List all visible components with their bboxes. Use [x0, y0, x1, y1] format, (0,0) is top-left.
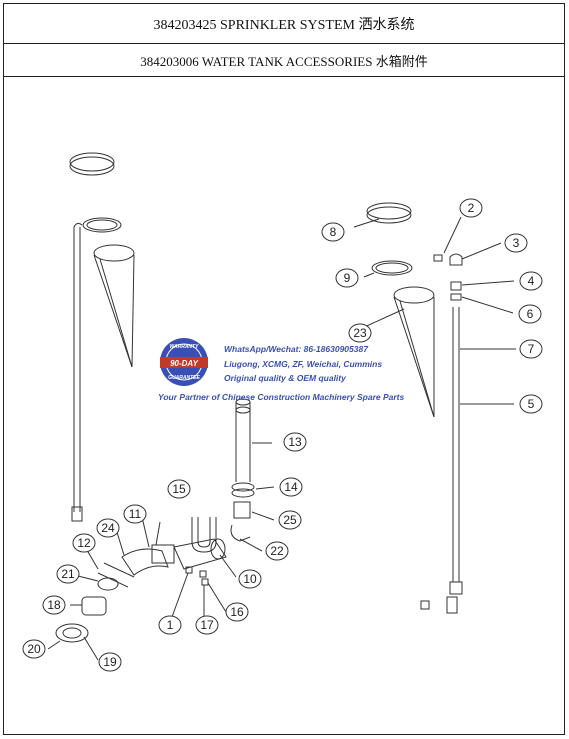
callout-25: 25 — [278, 510, 302, 530]
callout-14: 14 — [279, 477, 303, 497]
svg-text:16: 16 — [230, 605, 244, 619]
svg-text:2: 2 — [468, 201, 475, 215]
callout-10: 10 — [238, 569, 262, 589]
svg-text:14: 14 — [284, 480, 298, 494]
part-pipe-center — [235, 402, 251, 482]
svg-text:9: 9 — [344, 271, 351, 285]
exploded-parts-diagram: 1 2 3 4 5 6 7 8 9 10 11 12 13 14 15 16 1… — [22, 152, 543, 672]
svg-text:18: 18 — [47, 598, 61, 612]
callout-8: 8 — [321, 222, 345, 242]
callout-12: 12 — [72, 533, 96, 553]
callout-22: 22 — [265, 541, 289, 561]
part-pipe-right — [452, 307, 460, 582]
svg-text:8: 8 — [330, 225, 337, 239]
callout-17: 17 — [195, 615, 219, 635]
callout-6: 6 — [518, 304, 542, 324]
callout-5: 5 — [519, 394, 543, 414]
svg-text:WARRANTY: WARRANTY — [170, 344, 200, 350]
part-ring-right — [371, 260, 413, 276]
svg-text:13: 13 — [288, 435, 302, 449]
warranty-badge: WARRANTY 90-DAY GUARANTEE — [160, 338, 208, 386]
watermark-line3: Original quality & OEM quality — [224, 373, 347, 383]
callout-20: 20 — [22, 639, 46, 659]
watermark-line4: Your Partner of Chinese Construction Mac… — [158, 392, 405, 402]
svg-text:90-DAY: 90-DAY — [170, 359, 199, 368]
part-cap-right — [366, 202, 412, 220]
watermark: WARRANTY 90-DAY GUARANTEE WhatsApp/Wecha… — [158, 338, 405, 402]
part-cap-left — [69, 152, 115, 172]
callout-21: 21 — [56, 564, 80, 584]
callout-9: 9 — [335, 268, 359, 288]
part-ring-left — [82, 217, 122, 233]
svg-text:4: 4 — [528, 274, 535, 288]
svg-text:6: 6 — [527, 307, 534, 321]
callout-18: 18 — [42, 595, 66, 615]
svg-text:19: 19 — [103, 655, 117, 669]
callout-7: 7 — [519, 339, 543, 359]
callout-3: 3 — [504, 233, 528, 253]
callout-1: 1 — [158, 615, 182, 635]
svg-text:5: 5 — [528, 397, 535, 411]
callout-24: 24 — [96, 518, 120, 538]
svg-text:10: 10 — [243, 572, 257, 586]
callout-13: 13 — [283, 432, 307, 452]
callout-2: 2 — [459, 198, 483, 218]
svg-text:21: 21 — [61, 567, 75, 581]
svg-text:20: 20 — [27, 642, 41, 656]
svg-text:25: 25 — [283, 513, 297, 527]
watermark-line1: WhatsApp/Wechat: 86-18630905387 — [224, 344, 369, 354]
page-subtitle: 384203006 WATER TANK ACCESSORIES 水箱附件 — [4, 44, 564, 77]
svg-text:7: 7 — [528, 342, 535, 356]
svg-text:GUARANTEE: GUARANTEE — [168, 375, 200, 381]
svg-text:23: 23 — [353, 326, 367, 340]
part-pipe-left — [73, 227, 81, 512]
svg-text:1: 1 — [167, 618, 174, 632]
svg-text:12: 12 — [77, 536, 91, 550]
callout-19: 19 — [98, 652, 122, 672]
callout-11: 11 — [123, 504, 147, 524]
svg-text:3: 3 — [513, 236, 520, 250]
svg-text:24: 24 — [101, 521, 115, 535]
page-frame: 384203425 SPRINKLER SYSTEM 洒水系统 38420300… — [3, 3, 565, 735]
svg-text:11: 11 — [129, 507, 142, 521]
watermark-line2: Liugong, XCMG, ZF, Weichai, Cummins — [224, 359, 382, 369]
svg-text:17: 17 — [200, 618, 214, 632]
callout-4: 4 — [519, 271, 543, 291]
callout-16: 16 — [225, 602, 249, 622]
svg-text:22: 22 — [270, 544, 284, 558]
callout-23: 23 — [348, 323, 372, 343]
page-title: 384203425 SPRINKLER SYSTEM 洒水系统 — [4, 4, 564, 44]
svg-text:15: 15 — [172, 482, 186, 496]
callout-15: 15 — [167, 479, 191, 499]
